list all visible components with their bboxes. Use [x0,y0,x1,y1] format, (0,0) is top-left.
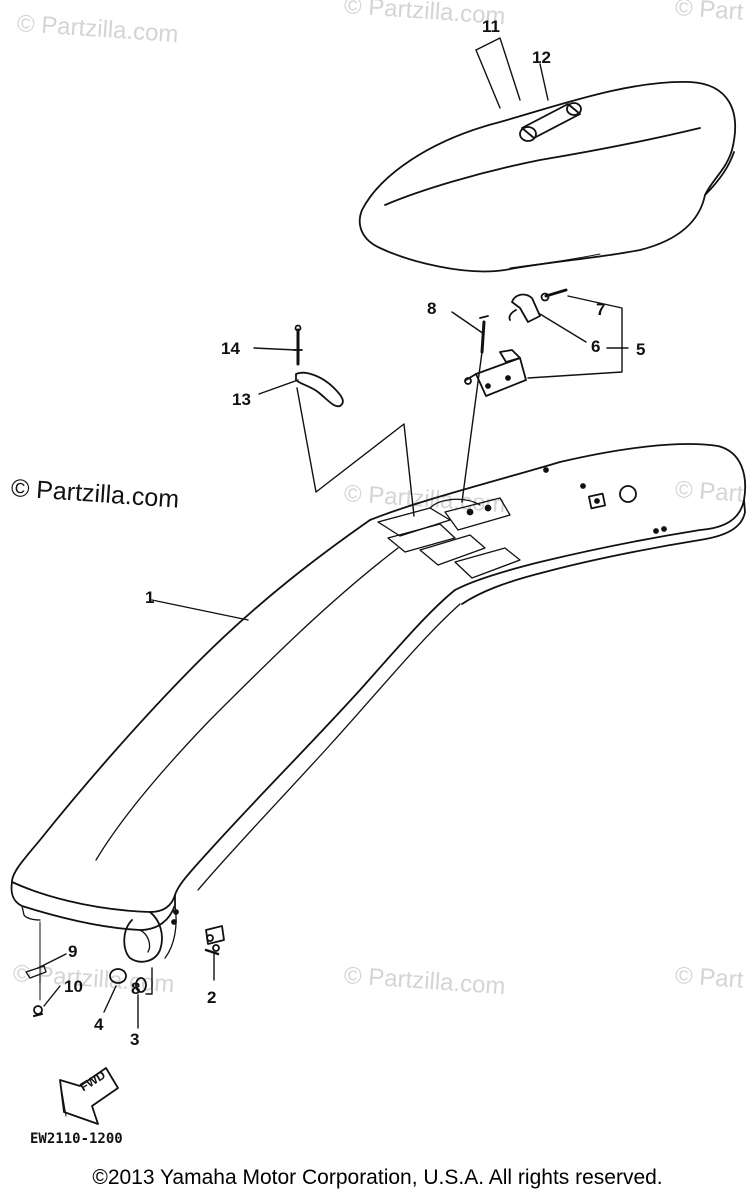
callout-label: 1 [145,588,155,607]
diagram-code: EW2110-1200 [30,1131,123,1147]
callout-label: 13 [232,390,251,409]
latch-bracket-part [464,349,527,397]
callout-label: 5 [636,340,646,359]
callout-label: 11 [482,17,500,36]
rivet-part [293,324,303,366]
callout-label: 14 [221,339,240,358]
callout-label: 8 [131,979,141,998]
hull-part [10,443,746,963]
seat-hinge-pin-part [519,102,582,142]
callout-label: 8 [427,299,437,318]
front-hardware-part [25,925,225,1017]
callout-label: 3 [130,1030,140,1049]
copyright-notice: ©2013 Yamaha Motor Corporation, U.S.A. A… [92,1166,663,1189]
callout-label: 4 [94,1015,104,1034]
callout-label: 6 [591,337,601,356]
clip-part [295,371,344,408]
callout-label: 10 [64,977,83,996]
callout-label: 2 [207,988,217,1007]
fwd-arrow [59,1067,119,1125]
callout-label: 9 [68,942,78,961]
leader-lines [37,37,629,1029]
seat-part [358,81,736,273]
hook-part [508,293,541,323]
bolt-part [540,288,568,302]
callout-label: 12 [532,48,551,67]
callout-label: 7 [596,300,606,319]
pin-part [479,315,489,354]
